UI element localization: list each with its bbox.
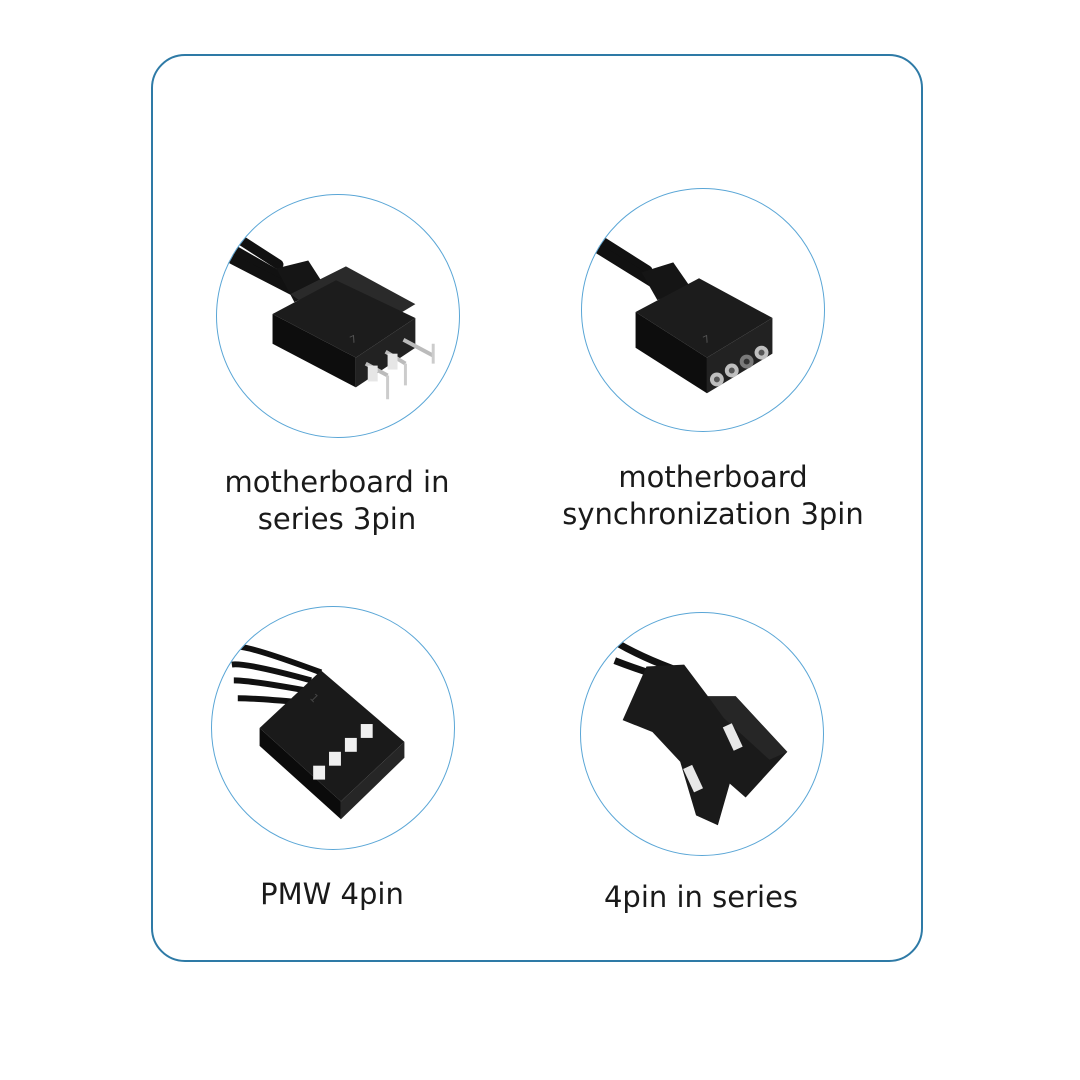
3-pin-motherboard-connector-icon: 7 — [217, 219, 435, 400]
connector-label: motherboard in series 3pin — [224, 465, 450, 536]
connector-label: motherboard synchronization 3pin — [562, 460, 864, 531]
connector-image-circle: 7 — [216, 194, 460, 438]
2-pin-fan-connector-icon — [613, 639, 788, 826]
connector-image-circle: 7 — [581, 188, 825, 432]
svg-text:7: 7 — [702, 334, 712, 347]
4-pin-pwm-connector-icon: 1 — [231, 643, 405, 820]
3-pin-sync-connector-icon: 7 — [582, 227, 773, 394]
connector-image-circle — [580, 612, 824, 856]
connector-label: PMW 4pin — [260, 877, 404, 911]
connector-image-circle: 1 — [211, 606, 455, 850]
svg-text:7: 7 — [349, 334, 359, 347]
connector-label: 4pin in series — [603, 880, 799, 914]
